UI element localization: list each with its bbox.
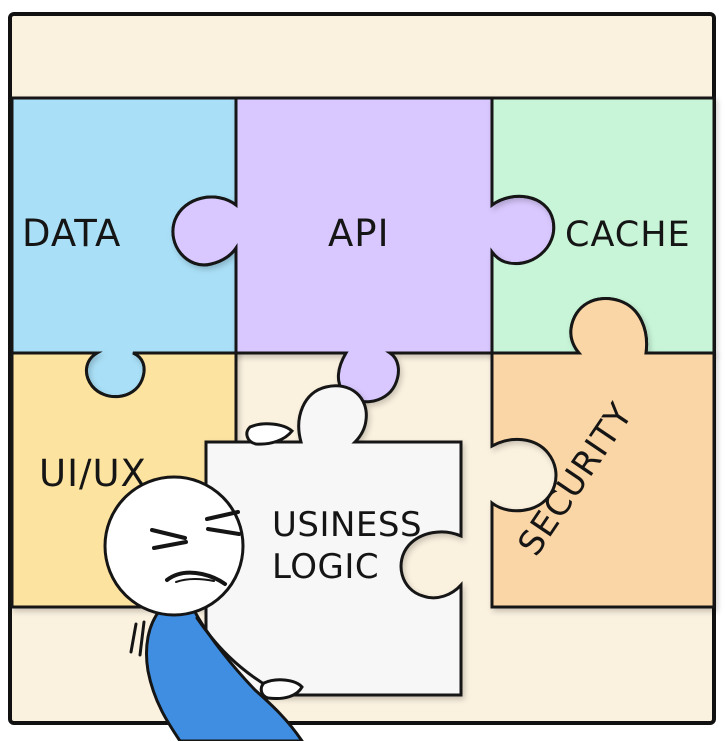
- character-upper-hand: [245, 422, 295, 446]
- cache-label: CACHE: [565, 215, 691, 255]
- business-line-1: USINESS: [272, 505, 422, 545]
- business-line-2: LOGIC: [272, 547, 379, 587]
- strain-lines-left: [129, 620, 146, 657]
- character-mouth: [165, 570, 227, 586]
- data-label: DATA: [22, 212, 121, 255]
- character-arm: [195, 616, 274, 691]
- api-label: API: [328, 212, 390, 255]
- character-hand: [259, 678, 304, 700]
- business-logic-puzzle-piece: [204, 384, 463, 697]
- character-right-eye: [205, 510, 241, 536]
- ui-ux-label: UI/UX: [39, 452, 147, 495]
- character-left-eye: [150, 528, 188, 550]
- character-tooth-line: [175, 577, 215, 583]
- security-puzzle-piece: [490, 297, 716, 609]
